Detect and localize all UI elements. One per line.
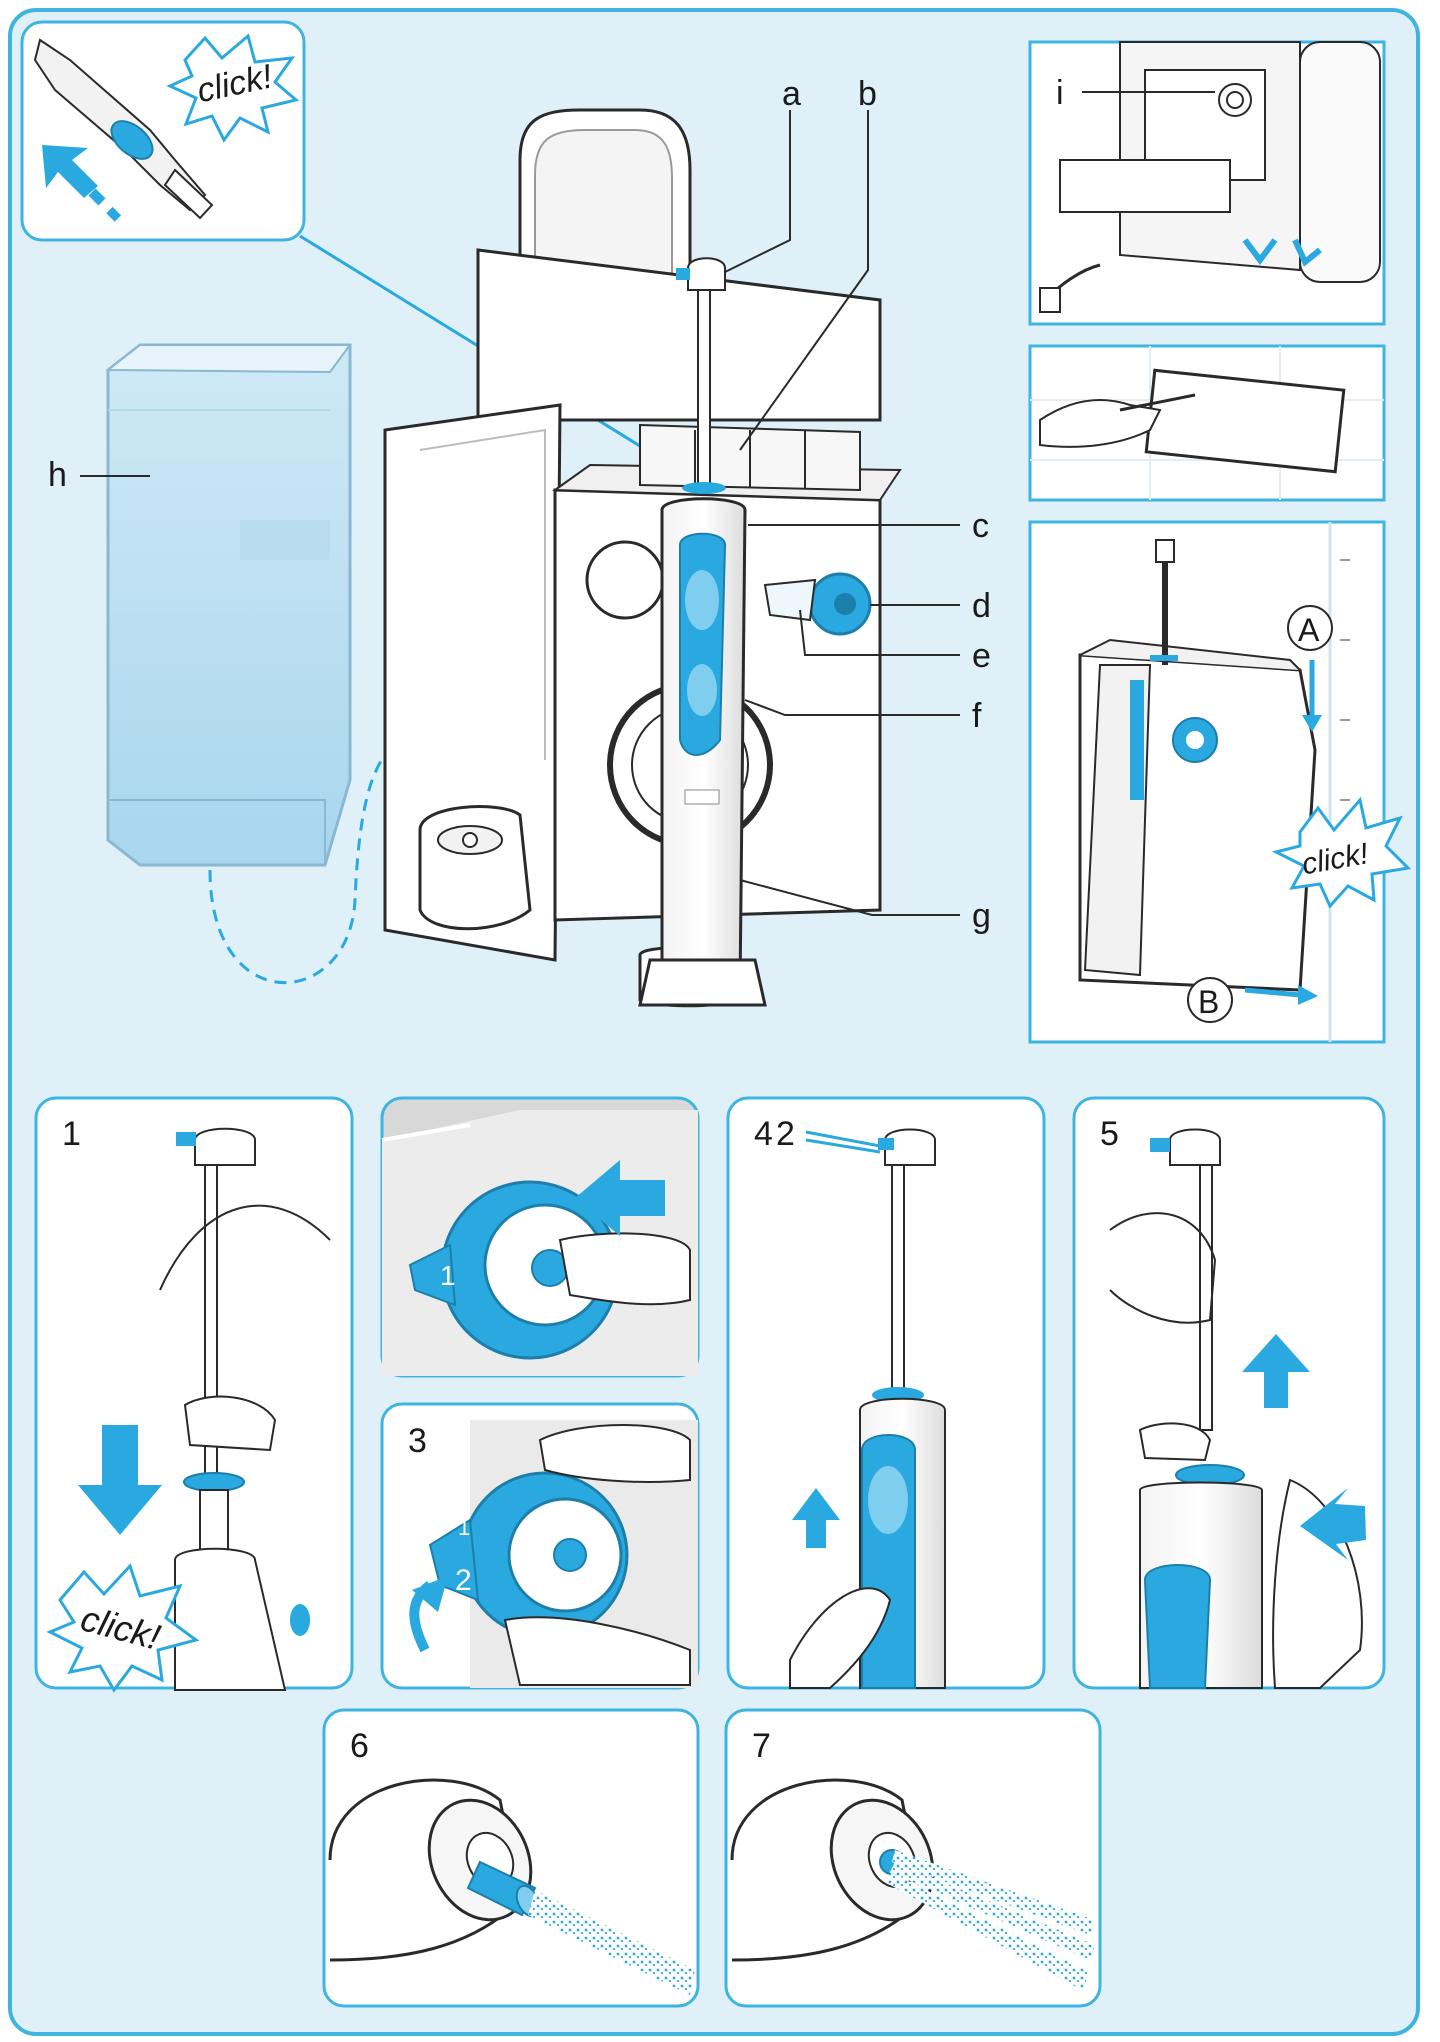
step-2-panel: 1 [380, 1096, 700, 1378]
panel-rear-cable: i [1028, 40, 1386, 326]
label-h: h [48, 456, 67, 494]
step-3-panel: 3 1 2 [380, 1402, 700, 1690]
step-5-panel: 5 [1072, 1096, 1386, 1690]
water-tank [105, 343, 352, 867]
step-6-number: 6 [350, 1727, 369, 1765]
step-4-panel: 4 2 [726, 1096, 1046, 1690]
label-d: d [972, 587, 991, 625]
panel-wall-mount: A B click! [1028, 520, 1412, 1044]
step-3-number: 3 [408, 1422, 427, 1460]
label-B: B [1198, 984, 1219, 1020]
panel-wall-plate [1028, 344, 1386, 502]
label-i: i [1056, 74, 1064, 112]
label-A: A [1298, 612, 1320, 648]
label-f: f [972, 697, 982, 735]
step-2-dial-number: 1 [440, 1260, 456, 1291]
connector-inset: click! [20, 20, 306, 242]
label-g: g [972, 897, 991, 935]
handle [638, 257, 767, 1007]
step-1-number: 1 [62, 1115, 81, 1153]
step-4-tag: 2 [776, 1115, 795, 1153]
label-b: b [858, 75, 877, 113]
label-a: a [782, 75, 801, 113]
step-6-panel: 6 [322, 1708, 700, 2008]
label-e: e [972, 637, 991, 675]
step-3-dial-2: 2 [455, 1564, 472, 1597]
label-leaders [724, 110, 960, 916]
step-7-number: 7 [752, 1727, 771, 1765]
step-4-number: 4 [754, 1115, 773, 1153]
click-burst-icon [1271, 796, 1412, 909]
step-1-panel: 1 click! [34, 1096, 354, 1693]
click-burst-icon [46, 1563, 200, 1693]
step-7-panel: 7 [724, 1708, 1102, 2008]
page-frame [8, 8, 1420, 2036]
overview-illustration: click! h [20, 20, 991, 1008]
step-5-number: 5 [1100, 1115, 1119, 1153]
label-c: c [972, 507, 989, 545]
click-burst-icon [166, 33, 300, 143]
step-3-dial-1: 1 [458, 1515, 470, 1540]
